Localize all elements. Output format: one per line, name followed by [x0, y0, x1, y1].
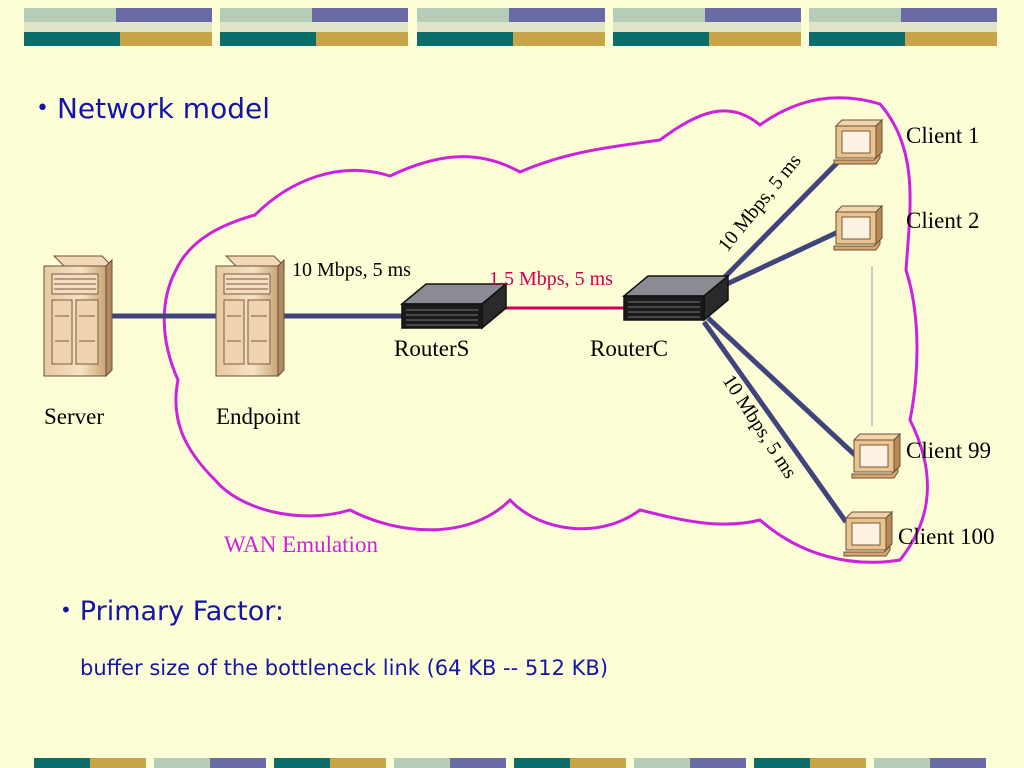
bullet-dot: • [60, 598, 72, 622]
slide-title: • Network model [36, 92, 270, 125]
client-1-icon [833, 119, 883, 165]
banner-segment [34, 758, 90, 768]
wan-emulation-cloud [162, 96, 929, 564]
link-routerc-client-100 [701, 320, 849, 524]
router-c-label: RouterC [590, 336, 668, 361]
client-99-icon [851, 433, 901, 479]
banner-segment [634, 758, 690, 768]
link-label-bottleneck: 1.5 Mbps, 5 ms [489, 268, 613, 290]
server-label: Server [44, 404, 104, 429]
router-s-icon [401, 283, 507, 329]
banner-segment [570, 758, 626, 768]
banner-segment [930, 758, 986, 768]
banner-segment [754, 758, 810, 768]
banner-segment [330, 758, 386, 768]
client-100-icon [843, 511, 893, 557]
server-icon [43, 255, 113, 377]
primary-factor-title: Primary Factor: [79, 596, 284, 627]
router-c-icon [623, 275, 729, 321]
endpoint-label: Endpoint [216, 404, 301, 429]
wan-emulation-label: WAN Emulation [224, 532, 378, 557]
banner-segment [450, 758, 506, 768]
banner-tile [613, 8, 801, 46]
banner-segment [514, 758, 570, 768]
banner-segment [274, 758, 330, 768]
banner-tile [220, 8, 408, 46]
primary-factor-heading: • Primary Factor: [60, 596, 284, 627]
banner-segment [154, 758, 210, 768]
client-99-label: Client 99 [906, 438, 991, 463]
link-routerc-client-99 [706, 316, 858, 458]
banner-tile [24, 8, 212, 46]
client-2-label: Client 2 [906, 208, 979, 233]
banner-segment [810, 758, 866, 768]
banner-tile [809, 8, 997, 46]
link-label-lower-clients: 10 Mbps, 5 ms [718, 371, 801, 483]
client-100-label: Client 100 [898, 524, 994, 549]
link-routerc-client-1 [712, 160, 840, 290]
top-decorative-banner [0, 0, 1024, 52]
client-2-icon [833, 205, 883, 251]
banner-segment [210, 758, 266, 768]
link-routerc-client-2 [712, 229, 840, 293]
banner-segment [690, 758, 746, 768]
link-label-endpoint-routers: 10 Mbps, 5 ms [292, 259, 411, 281]
router-s-label: RouterS [394, 336, 469, 361]
bottom-decorative-banner [0, 758, 1024, 768]
client-1-label: Client 1 [906, 123, 979, 148]
slide-title-text: Network model [56, 92, 270, 125]
banner-segment [394, 758, 450, 768]
banner-tile [417, 8, 605, 46]
banner-segment [874, 758, 930, 768]
endpoint-icon [215, 255, 285, 377]
bullet-dot: • [36, 96, 49, 121]
primary-factor-description: buffer size of the bottleneck link (64 K… [80, 656, 609, 680]
banner-segment [90, 758, 146, 768]
